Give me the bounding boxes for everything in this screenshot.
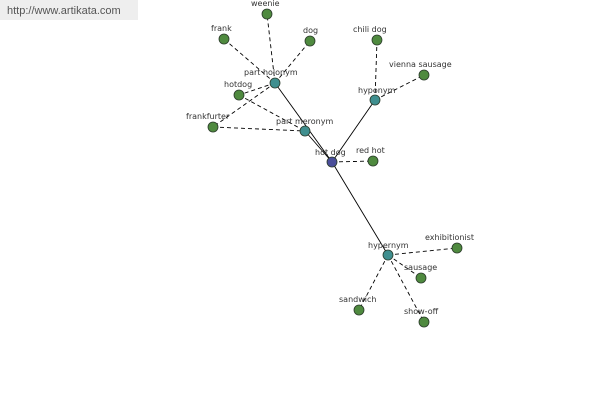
edge-red-hot bbox=[331, 160, 374, 163]
hot-dog-node[interactable] bbox=[326, 156, 338, 168]
edge-frank bbox=[223, 38, 276, 84]
show-off-node[interactable] bbox=[418, 316, 430, 328]
chili-dog-node[interactable] bbox=[371, 34, 383, 46]
edge-center-hyponym bbox=[331, 99, 376, 163]
vienna-sausage-label: vienna sausage bbox=[389, 60, 452, 69]
frankfurter-node[interactable] bbox=[207, 121, 219, 133]
hotdog-node[interactable] bbox=[233, 89, 245, 101]
sandwich-label: sandwich bbox=[339, 295, 376, 304]
edge-weenie bbox=[266, 13, 276, 84]
edge-sandwich bbox=[358, 254, 389, 311]
edge-chili-dog bbox=[374, 39, 378, 101]
edge-center-part-meronym bbox=[304, 130, 333, 163]
hyponym-label: hyponym bbox=[358, 86, 396, 95]
show-off-label: show-off bbox=[404, 307, 439, 316]
exhibitionist-label: exhibitionist bbox=[425, 233, 474, 242]
edge-dog bbox=[274, 40, 311, 84]
hypernym-node[interactable] bbox=[382, 249, 394, 261]
red-hot-node[interactable] bbox=[367, 155, 379, 167]
source-url[interactable]: http://www.artikata.com bbox=[0, 0, 138, 20]
vienna-sausage-node[interactable] bbox=[418, 69, 430, 81]
edge-show-off bbox=[387, 254, 425, 323]
dog-node[interactable] bbox=[304, 35, 316, 47]
sandwich-node[interactable] bbox=[353, 304, 365, 316]
hotdog-label: hotdog bbox=[224, 80, 252, 89]
edge-hotdog-part-meronym bbox=[238, 94, 306, 132]
edge-frankfurter bbox=[212, 82, 276, 128]
part-holonym-node[interactable] bbox=[269, 77, 281, 89]
graph-nodes bbox=[207, 8, 463, 328]
part-holonym-label: part holonym bbox=[244, 68, 298, 77]
part-meronym-node[interactable] bbox=[299, 125, 311, 137]
exhibitionist-node[interactable] bbox=[451, 242, 463, 254]
frank-node[interactable] bbox=[218, 33, 230, 45]
frankfurter-label: frankfurter bbox=[186, 112, 230, 121]
edge-center-hypernym bbox=[331, 161, 389, 256]
graph-labels: hot dog part holonym hyponym part meronym hy… bbox=[186, 0, 474, 316]
edge-center-part-holonym bbox=[274, 82, 333, 163]
edge-hotdog bbox=[238, 82, 276, 96]
graph-edges bbox=[212, 13, 458, 323]
hyponym-node[interactable] bbox=[369, 94, 381, 106]
sausage-node[interactable] bbox=[415, 272, 427, 284]
edge-vienna-sausage bbox=[374, 74, 425, 101]
weenie-node[interactable] bbox=[261, 8, 273, 20]
sausage-label: sausage bbox=[404, 263, 437, 272]
frank-label: frank bbox=[211, 24, 232, 33]
chili-dog-label: chili dog bbox=[353, 25, 387, 34]
hot-dog-label: hot dog bbox=[315, 148, 346, 157]
red-hot-label: red hot bbox=[356, 146, 385, 155]
dog-label: dog bbox=[303, 26, 318, 35]
hypernym-label: hypernym bbox=[368, 241, 409, 250]
edge-frankfurter-part-meronym bbox=[212, 126, 306, 132]
edge-exhibitionist bbox=[387, 247, 458, 256]
part-meronym-label: part meronym bbox=[276, 117, 333, 126]
weenie-label: weenie bbox=[251, 0, 280, 8]
